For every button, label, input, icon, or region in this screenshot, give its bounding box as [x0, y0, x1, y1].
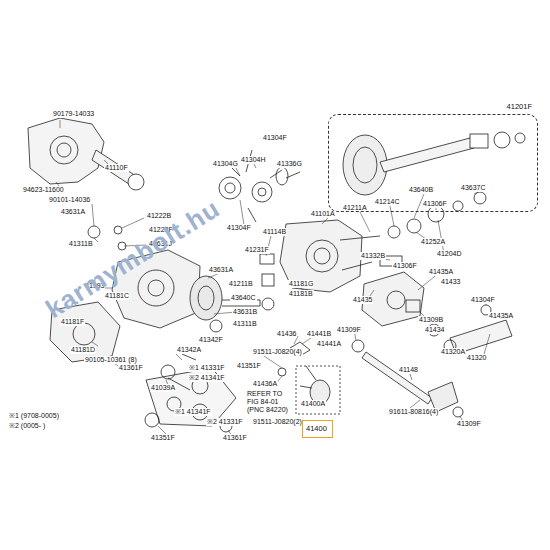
part-number: 41304F	[470, 296, 496, 304]
part-number: 41435	[352, 296, 373, 304]
part-number: 41320	[466, 354, 487, 362]
part-number: ※1 (9708-0005)	[8, 412, 60, 420]
part-number: 41204D	[436, 250, 463, 258]
part-number: 41320A	[440, 348, 466, 356]
part-number: ※1 41331F	[188, 364, 226, 372]
part-number: 43631B	[232, 308, 258, 316]
part-number: 41342F	[198, 336, 224, 344]
reference-note: REFER TO FIG 84-01 (PNC 84220)	[246, 390, 292, 414]
part-number: 41304F	[226, 224, 252, 232]
part-number: 41181C	[104, 292, 130, 300]
part-number: 41342A	[176, 346, 202, 354]
part-number: 41114B	[262, 228, 287, 236]
part-number: 41436	[276, 330, 297, 338]
part-number: 41400	[306, 424, 329, 433]
part-number: 91511-J0820(2)	[252, 418, 303, 426]
part-number: 41441B	[306, 330, 332, 338]
part-number: 90179-14033	[52, 110, 95, 118]
part-number: 41181D	[70, 346, 96, 354]
part-number: 41311B	[232, 320, 258, 328]
part-number: 41181G	[288, 280, 314, 288]
part-number: 41309F	[336, 326, 362, 334]
part-number: ※2 41341F	[188, 374, 226, 382]
part-number: 43631A	[60, 208, 86, 216]
part-number: 41441A	[316, 340, 342, 348]
part-number: 41231F	[244, 246, 270, 254]
part-number: 41148	[398, 366, 419, 374]
group-heading: 41201F	[506, 102, 533, 111]
part-number: 41351F	[236, 362, 262, 370]
part-number: 41304H	[240, 156, 267, 164]
carrier-housing	[28, 118, 104, 184]
part-number: 41211A	[342, 204, 368, 212]
part-number: 43637C	[460, 184, 487, 192]
part-number: 41309F	[456, 420, 482, 428]
assembly-group: 41201F	[328, 114, 538, 212]
part-number: 43640B	[408, 186, 434, 194]
part-number: 43631A	[208, 266, 234, 274]
part-number: 41400A	[300, 400, 326, 408]
part-number: 90105-10361 (8)	[84, 356, 138, 364]
part-number: 94623-11600	[22, 186, 65, 194]
part-number: ※1 41341F	[174, 408, 212, 416]
part-number: 41306F	[422, 200, 448, 208]
part-number: ※2 41331F	[206, 418, 244, 426]
part-number: 41332B	[360, 252, 386, 260]
highlight-box: 41400	[302, 420, 333, 438]
part-number: 41361F	[222, 434, 248, 442]
part-number: 41181F	[60, 318, 85, 326]
part-number: 41351F	[150, 434, 176, 442]
part-number: 41304F	[262, 134, 288, 142]
part-number: 41336G	[276, 160, 303, 168]
part-number: 41435A	[488, 312, 514, 320]
part-number: 41214C	[374, 198, 401, 206]
part-number: 41252A	[420, 238, 446, 246]
part-number: 90101-14036	[48, 196, 91, 204]
part-number: 41435A	[428, 268, 454, 276]
part-number: 41309B	[418, 316, 444, 324]
part-number: 41306F	[392, 262, 418, 270]
part-number: 91611-80816(4)	[388, 408, 439, 416]
part-number: 41181B	[288, 290, 314, 298]
part-number: ※2 (0005- )	[8, 422, 46, 430]
part-number: 91511-J0820(4)	[252, 348, 303, 356]
part-number: 41361F	[118, 364, 144, 372]
part-number: 41039A	[150, 384, 176, 392]
part-number: 41433	[440, 278, 461, 286]
part-number: 41434	[424, 326, 445, 334]
part-number: 43640C	[230, 294, 257, 302]
part-number: 41304G	[212, 160, 239, 168]
part-number: 41311B	[68, 240, 94, 248]
part-number: 41436A	[252, 380, 278, 388]
part-number: 41211B	[228, 280, 254, 288]
part-number: 41101A	[310, 210, 336, 218]
part-number: 41110F	[104, 164, 129, 172]
